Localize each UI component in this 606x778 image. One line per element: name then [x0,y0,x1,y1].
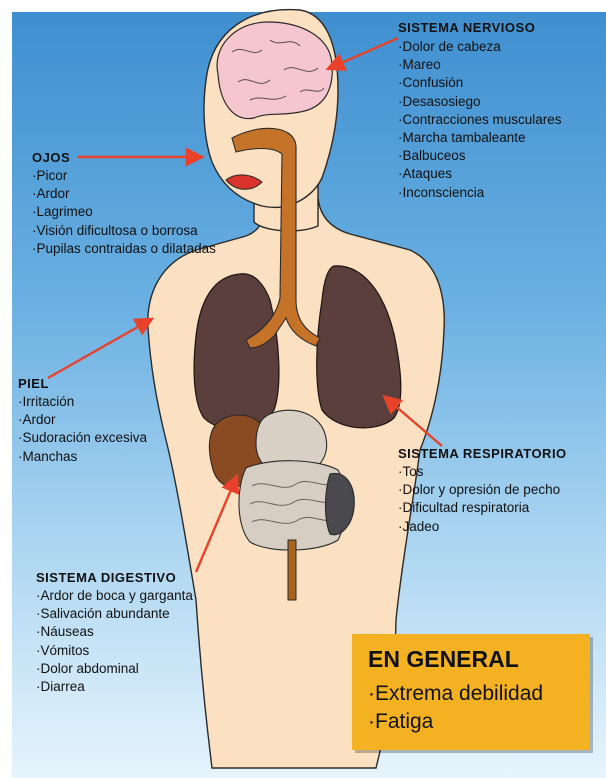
section-nervioso: SISTEMA NERVIOSO ·Dolor de cabeza ·Mareo… [398,20,562,202]
symptom-item: ·Pupilas contraidas o dilatadas [32,240,216,258]
symptom-item: ·Diarrea [36,678,193,696]
symptom-item: ·Sudoración excesiva [18,429,147,447]
symptom-item: ·Ardor [32,185,216,203]
symptom-item: ·Visión dificultosa o borrosa [32,222,216,240]
symptom-item: ·Mareo [398,56,562,74]
section-title: SISTEMA RESPIRATORIO [398,446,567,461]
symptom-item: ·Ardor de boca y garganta [36,587,193,605]
symptom-item: ·Desasosiego [398,93,562,111]
symptom-item: ·Tos [398,463,567,481]
symptom-item: ·Balbuceos [398,147,562,165]
section-digestivo: SISTEMA DIGESTIVO ·Ardor de boca y garga… [36,570,193,696]
section-title: PIEL [18,376,147,391]
arrow-nervioso [330,38,398,68]
symptom-item: ·Dificultad respiratoria [398,499,567,517]
symptom-item: ·Confusión [398,74,562,92]
left-lung [194,274,279,429]
section-title: SISTEMA NERVIOSO [398,20,562,35]
section-piel: PIEL ·Irritación ·Ardor ·Sudoración exce… [18,376,147,466]
symptom-item: ·Contracciones musculares [398,111,562,129]
general-title: EN GENERAL [368,646,519,673]
symptom-item: ·Lagrimeo [32,203,216,221]
symptom-item: ·Ardor [18,411,147,429]
general-item: ·Fatiga [368,708,543,736]
arrow-piel [48,320,150,378]
symptom-item: ·Manchas [18,448,147,466]
symptom-item: ·Dolor abdominal [36,660,193,678]
symptom-item: ·Vómitos [36,642,193,660]
symptom-item: ·Dolor y opresión de pecho [398,481,567,499]
section-respiratorio: SISTEMA RESPIRATORIO ·Tos ·Dolor y opres… [398,446,567,536]
section-ojos: OJOS ·Picor ·Ardor ·Lagrimeo ·Visión dif… [32,150,216,258]
symptom-item: ·Picor [32,167,216,185]
symptom-item: ·Ataques [398,165,562,183]
section-title: OJOS [32,150,216,165]
symptom-item: ·Dolor de cabeza [398,38,562,56]
esophagus-lower [288,540,296,600]
general-item: ·Extrema debilidad [368,680,543,708]
symptom-item: ·Irritación [18,393,147,411]
symptom-item: ·Náuseas [36,623,193,641]
symptom-item: ·Salivación abundante [36,605,193,623]
symptom-item: ·Inconsciencia [398,184,562,202]
general-box: EN GENERAL ·Extrema debilidad ·Fatiga [352,634,590,750]
section-title: SISTEMA DIGESTIVO [36,570,193,585]
symptom-item: ·Jadeo [398,518,567,536]
symptom-item: ·Marcha tambaleante [398,129,562,147]
